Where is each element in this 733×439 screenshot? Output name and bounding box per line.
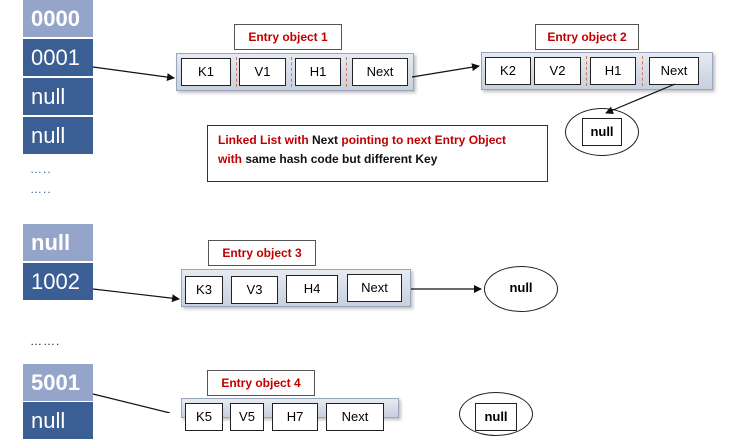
field-separator	[586, 56, 587, 86]
entry-value-box: V2	[534, 57, 581, 85]
bucket-to-entry4-line	[92, 393, 171, 413]
note-text: same hash code but different Key	[242, 152, 438, 166]
field-separator	[291, 57, 292, 87]
entry-key-box: K1	[181, 58, 231, 86]
bucket-cell-null: null	[23, 224, 93, 261]
bucket-ellipsis: …..	[30, 182, 52, 196]
bucket-cell-null: null	[23, 78, 93, 115]
entry-hash-box: H1	[295, 58, 341, 86]
entry2-to-null-arrow	[605, 83, 676, 114]
bucket-to-entry3-arrow	[92, 288, 180, 303]
bucket-cell-null: null	[23, 117, 93, 154]
note-text: Next	[312, 133, 339, 147]
bucket-ellipsis: …….	[30, 334, 61, 348]
bucket-cell-0000: 0000	[23, 0, 93, 37]
entry-hash-box: H4	[286, 275, 338, 303]
null-terminator-ellipse	[484, 266, 558, 312]
entry-object-label: Entry object 1	[234, 24, 342, 50]
null-terminator-ellipse	[565, 108, 639, 156]
bucket-cell-5001: 5001	[23, 364, 93, 401]
note-text: with	[218, 152, 242, 166]
pointer-arrows	[92, 63, 676, 413]
bucket-cell-1002: 1002	[23, 263, 93, 300]
bucket-cell-0001: 0001	[23, 39, 93, 76]
entry-object-label: Entry object 2	[535, 24, 639, 50]
note-text: pointing to next Entry Object	[338, 133, 507, 147]
field-separator	[236, 57, 237, 87]
field-separator	[346, 57, 347, 87]
field-separator	[642, 56, 643, 86]
entry-key-box: K3	[185, 276, 223, 304]
entry-value-box: V3	[231, 276, 278, 304]
entry-next-box: Next	[347, 274, 402, 302]
note-text: Linked List with	[218, 133, 313, 147]
entry-object-label: Entry object 3	[208, 240, 316, 266]
entry1-to-entry2-arrow	[411, 63, 480, 78]
linked-list-note: Linked List with Next pointing to next E…	[207, 125, 548, 182]
entry-object-label: Entry object 4	[207, 370, 315, 396]
entry-key-box: K2	[485, 57, 531, 85]
null-terminator-box: null	[498, 275, 544, 303]
entry-next-box: Next	[649, 57, 699, 85]
bucket-ellipsis: …..	[30, 162, 52, 176]
null-terminator-box: null	[582, 118, 622, 146]
bucket-to-entry1-arrow	[92, 66, 175, 82]
entry-hash-box: H1	[590, 57, 636, 85]
entry-next-box: Next	[352, 58, 408, 86]
entry-value-box: V1	[239, 58, 286, 86]
